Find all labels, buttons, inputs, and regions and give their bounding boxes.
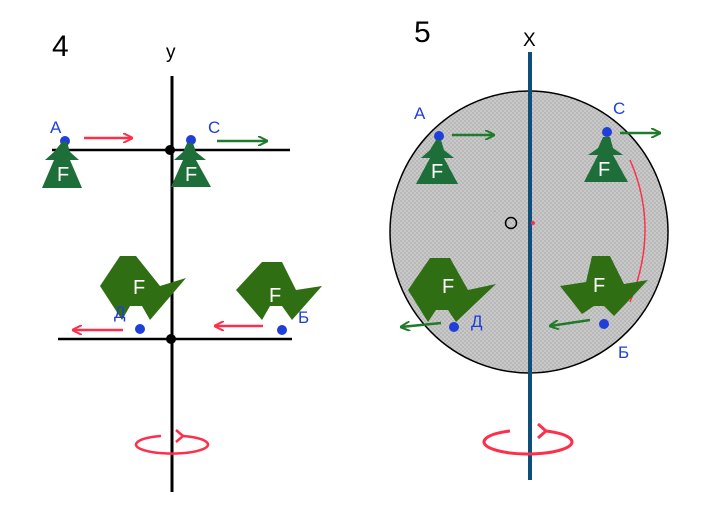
point-c: С F [171,118,267,187]
point-a: А F [42,118,132,188]
center-label: O [494,211,495,213]
force-label: F [598,159,610,181]
panel-number: 5 [414,16,431,49]
axis-label-y: y [166,42,176,63]
rotation-arrow-icon [482,422,574,456]
force-label: F [133,277,145,299]
point-label: Б [298,308,309,327]
point-marker [186,135,196,145]
rotation-arrow-icon [134,429,210,455]
panel-4: 4 y А F С F [42,30,322,492]
force-icon: F [416,140,458,184]
point-marker [277,325,287,335]
force-label: F [431,161,443,183]
point-label: Д [114,303,126,322]
point-label: С [613,99,625,118]
point-marker [434,131,444,141]
point-d: F Д [401,258,496,332]
force-icon: F [584,137,628,182]
force-icon: F [408,258,496,322]
force-icon: F [560,256,648,316]
center-point [504,216,518,230]
axis-center-dot [531,221,535,225]
point-d: F Д [73,256,186,334]
force-label: F [269,285,281,307]
force-icon: F [42,142,82,188]
point-a: А F [414,104,494,184]
point-label: Д [471,312,483,331]
point-marker [449,322,459,332]
velocity-arrow [550,318,591,326]
force-icon: F [236,262,322,320]
point-marker [135,324,145,334]
axis-label-x: X [523,30,536,51]
point-b: F Б [550,256,648,362]
point-marker [599,319,609,329]
panel-number: 4 [52,30,69,63]
force-label: F [185,164,197,186]
force-icon: F [171,143,211,187]
point-c: С F [584,99,660,182]
force-label: F [57,164,69,186]
point-label: С [208,118,220,137]
point-label: А [414,104,426,123]
point-b: F Б [215,262,322,335]
point-label: Б [618,343,629,362]
bottom-pivot [166,334,176,344]
velocity-arrow [401,323,442,327]
force-label: F [442,276,454,298]
panel-5: 5 X O А F С F [389,16,669,480]
force-icon: F [100,256,186,320]
point-marker [602,127,612,137]
force-label: F [593,275,605,297]
top-pivot [165,145,175,155]
point-label: А [50,118,62,137]
